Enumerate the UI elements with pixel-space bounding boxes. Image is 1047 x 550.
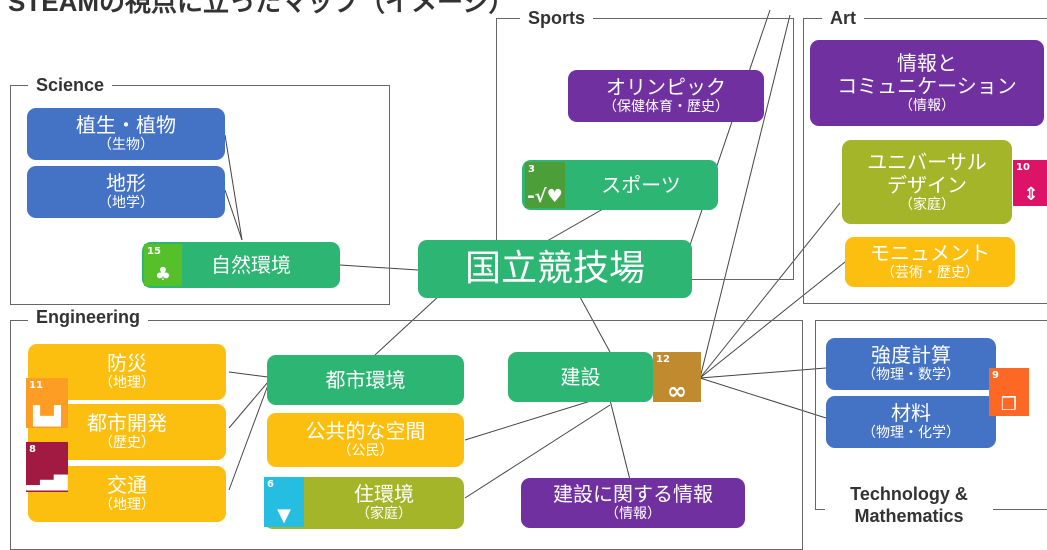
node-construction-info: 建設に関する情報 （情報） [521,478,745,528]
node-traffic-title: 交通 [107,473,147,498]
node-terrain-sub: （地学） [98,195,154,212]
node-olympics-title: オリンピック [606,75,726,100]
sdg3-number: 3 [528,164,535,175]
sdg9-badge: 9 ❒ [989,368,1029,416]
equality-icon: ⇕ [1023,184,1039,205]
connector-lines [224,9,846,499]
node-vegetation-sub: （生物） [98,137,154,154]
art-frame-label: Art [822,7,864,29]
node-strength-calc: 強度計算 （物理・数学） [826,338,996,390]
sdg6-number: 6 [267,479,274,490]
sdg8-number: 8 [29,444,36,455]
node-universal-design-title2: デザイン [887,172,967,197]
node-olympics: オリンピック （保健体育・歴史） [568,70,764,122]
page-title: STEAMの視点に立ったマップ（イメージ） [8,0,515,17]
engineering-frame-label: Engineering [28,306,149,328]
cubes-icon: ❒ [1000,394,1018,415]
node-sports-title: スポーツ [601,172,681,197]
sdg9-number: 9 [992,370,999,381]
node-disaster-prevention: 防災 （地理） [28,344,226,400]
science-frame-label: Science [28,74,113,96]
sdg12-number: 12 [656,354,670,365]
sdg8-badge: 8 ▂▄▆ [26,442,68,492]
node-universal-design-title1: ユニバーサル [867,149,987,174]
sdg12-badge: 12 ∞ [653,352,701,405]
node-nature-title: 自然環境 [211,252,291,277]
node-national-stadium-title: 国立競技場 [464,248,645,290]
node-strength-calc-title: 強度計算 [871,343,951,368]
tree-icon: ♣ [154,264,172,285]
node-material-title: 材料 [891,401,931,426]
sdg15-badge: 15 ♣ [144,244,182,286]
sdg10-number: 10 [1016,162,1030,173]
science-frame [10,85,390,305]
sdg11-badge: 11 ▙▟ [26,378,68,428]
sports-frame-label: Sports [520,7,594,29]
node-universal-design: ユニバーサル デザイン （家庭） [842,140,1012,224]
infinity-icon: ∞ [667,377,687,405]
tech-math-label: Technology & Mathematics [825,483,993,527]
water-drop-icon: ▼ [277,505,291,526]
sdg10-badge: 10 ⇕ [1013,160,1047,206]
node-terrain-title: 地形 [106,171,146,196]
node-construction-info-sub: （情報） [605,506,661,523]
node-housing-title: 住環境 [354,482,414,507]
growth-icon: ▂▄▆ [26,470,68,491]
node-urban-development-sub: （歴史） [99,435,155,452]
node-disaster-prevention-title: 防災 [107,351,147,376]
node-national-stadium: 国立競技場 [418,240,692,298]
node-monument-sub: （芸術・歴史） [881,265,979,282]
sdg3-badge: 3 -√♥ [525,162,565,208]
node-urban-environment-title: 都市環境 [325,367,406,392]
node-urban-development-title: 都市開発 [87,411,167,436]
node-material-sub: （物理・化学） [862,425,960,442]
node-material: 材料 （物理・化学） [826,396,996,448]
node-universal-design-sub: （家庭） [899,196,955,213]
node-olympics-sub: （保健体育・歴史） [603,99,729,116]
node-monument: モニュメント （芸術・歴史） [845,237,1015,287]
node-traffic-sub: （地理） [99,497,155,514]
node-vegetation: 植生・植物 （生物） [27,108,225,160]
tech-math-label-line1: Technology & [850,484,968,504]
sdg15-number: 15 [147,246,161,257]
node-disaster-prevention-sub: （地理） [99,375,155,392]
node-info-communication-title2: コミュニケーション [837,73,1017,98]
node-vegetation-title: 植生・植物 [76,113,176,138]
tech-math-label-line2: Mathematics [854,506,964,526]
node-info-communication-sub: （情報） [899,97,955,114]
node-construction: 建設 [508,352,653,402]
node-construction-info-title: 建設に関する情報 [553,482,713,507]
node-info-communication-title1: 情報と [897,50,957,75]
node-strength-calc-sub: （物理・数学） [862,367,960,384]
heartbeat-icon: -√♥ [527,186,563,207]
node-construction-title: 建設 [560,364,601,389]
node-terrain: 地形 （地学） [27,166,225,218]
node-public-space-title: 公共的な空間 [305,419,426,444]
node-urban-environment: 都市環境 [267,355,464,405]
sdg11-number: 11 [29,380,43,391]
sdg6-badge: 6 ▼ [264,477,304,527]
node-public-space-sub: （公民） [337,443,394,460]
node-info-communication: 情報と コミュニケーション （情報） [810,40,1044,126]
node-monument-title: モニュメント [870,241,990,266]
art-frame [803,18,1047,304]
node-housing-sub: （家庭） [356,506,412,523]
city-icon: ▙▟ [33,406,61,427]
node-public-space: 公共的な空間 （公民） [267,413,464,467]
